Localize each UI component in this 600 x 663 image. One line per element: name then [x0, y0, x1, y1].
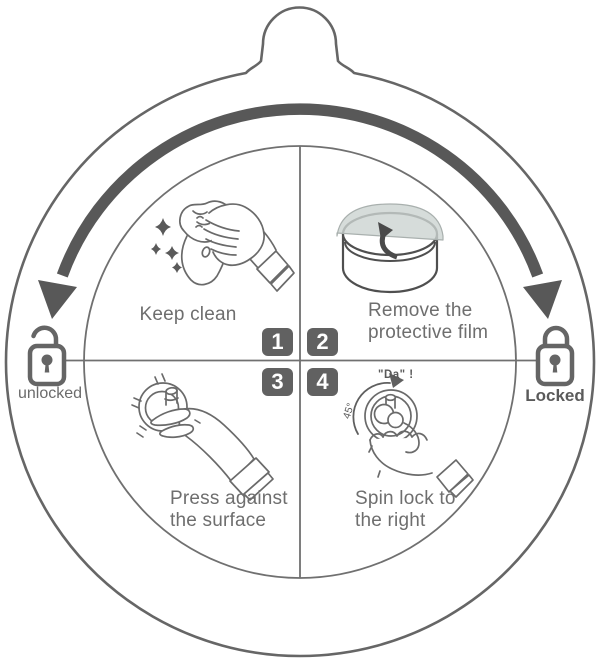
locked-padlock-icon — [535, 325, 575, 387]
middle-finger — [159, 423, 195, 439]
step-3-number: 3 — [271, 369, 284, 394]
cuff — [256, 250, 289, 284]
hand-pressing-icon — [131, 373, 274, 501]
step-1-badge: 1 — [262, 328, 293, 356]
unlocked-padlock-icon — [27, 325, 67, 387]
quadrant-frame — [64, 145, 537, 579]
hand-spinning-icon — [352, 373, 474, 498]
step-2-number: 2 — [316, 329, 329, 354]
hand-wiping-cloth-icon — [151, 200, 295, 292]
rotation-arrow — [38, 103, 562, 319]
step-4-badge: 4 — [307, 368, 338, 396]
thumb — [403, 422, 420, 454]
locked-label: Locked — [525, 386, 585, 405]
protective-film — [336, 203, 444, 241]
step-1-caption: Keep clean — [139, 304, 237, 325]
step-1-number: 1 — [271, 329, 284, 354]
index-finger — [150, 408, 191, 427]
step-2-caption: Remove the protective film — [368, 300, 489, 343]
step-3-caption: Press against the surface — [170, 488, 288, 531]
fist — [370, 437, 456, 475]
sparkle-icons — [151, 218, 182, 273]
cuff — [229, 457, 270, 496]
unlocked-label: unlocked — [17, 385, 83, 402]
hand-back — [208, 203, 265, 267]
lock-knob — [165, 386, 178, 396]
motion-ticks — [131, 373, 201, 438]
rotation-arrowhead-right — [523, 280, 562, 319]
suction-cup-with-film-icon — [336, 203, 444, 294]
step-2-badge: 2 — [307, 328, 338, 356]
cuff — [436, 459, 469, 493]
spin-sound-annotation: "Da" ! — [378, 369, 414, 381]
step-4-number: 4 — [316, 369, 329, 394]
rotate-45-arrow — [352, 382, 391, 435]
step-4-caption: Spin lock to the right — [355, 488, 456, 531]
step-3-badge: 3 — [262, 368, 293, 396]
cloth-tail — [180, 235, 227, 286]
rotation-arrowhead-left — [38, 280, 77, 319]
